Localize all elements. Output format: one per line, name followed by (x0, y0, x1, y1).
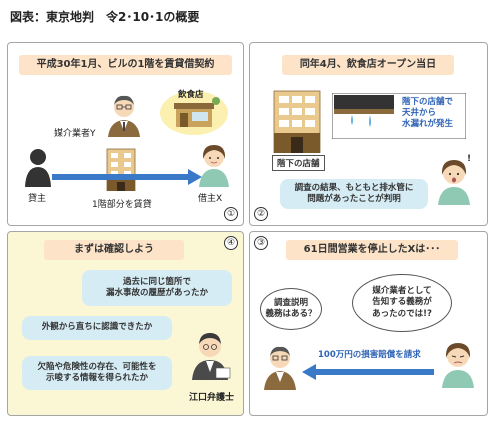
lessee-label: 借主X (198, 194, 223, 204)
downstairs-shop-label: 階下の店舗 (272, 155, 325, 171)
lessor-figure (24, 147, 52, 187)
building-icon (270, 89, 324, 153)
leak-text: 階下の店舗で 天井から 水漏れが発生 (402, 97, 454, 130)
panel-1-contract: 平成30年1月、ビルの1階を賃貸借契約 媒介業者Y 飲食店 (7, 42, 244, 226)
panel-4-banner: 61日間営業を停止したXは･･･ (286, 240, 458, 260)
tenant-surprised-figure: ! (434, 153, 474, 205)
broker-figure (260, 340, 300, 390)
lease-arrow (52, 169, 202, 189)
lessee-figure (196, 141, 232, 187)
lawyer-label: 江口弁護士 (189, 393, 235, 403)
panel-3-checklist: まずは確認しよう ④ 過去に同じ箇所で 漏水事故の履歴があったか 外観から直ちに… (7, 231, 244, 416)
broker-label: 媒介業者Y (54, 129, 96, 139)
step-number-2: ② (254, 207, 268, 221)
damages-claim-text: 100万円の損害賠償を請求 (318, 350, 421, 360)
svg-text:!: ! (467, 154, 471, 164)
step-number-3: ③ (254, 236, 268, 250)
step-number-4: ④ (224, 236, 238, 250)
panel-3-banner: まずは確認しよう (44, 240, 184, 260)
lawyer-figure (186, 324, 234, 380)
panel-2-opening-day: 同年4月、飲食店オープン当日 階下の店舗で 天井から 水漏れが発生 階下の店舗 (249, 42, 488, 226)
restaurant-label: 飲食店 (178, 90, 204, 100)
rent-label: 1階部分を賃貸 (92, 200, 152, 210)
panel-1-banner: 平成30年1月、ビルの1階を賃貸借契約 (19, 55, 232, 75)
check-question-2: 外観から直ちに認識できたか (22, 316, 172, 340)
investigation-finding: 調査の結果、もともと排水管に 問題があったことが判明 (280, 179, 428, 209)
broker-thought-cloud: 調査説明 義務はある？ (260, 288, 322, 330)
check-question-3: 欠陥や危険性の存在、可能性を 示唆する情報を得られたか (22, 356, 172, 390)
tenant-figure (438, 336, 478, 388)
broker-figure (104, 91, 144, 137)
building-icon (104, 147, 138, 191)
panel-2-banner: 同年4月、飲食店オープン当日 (282, 55, 454, 75)
figure-title: 図表：東京地判 令2･10･1の概要 (10, 10, 200, 24)
claim-arrow (302, 364, 434, 384)
check-question-1: 過去に同じ箇所で 漏水事故の履歴があったか (82, 270, 232, 306)
tenant-thought-cloud: 媒介業者として 告知する義務が あったのでは!? (352, 274, 452, 332)
restaurant-cloud (158, 85, 230, 141)
step-number-1: ① (224, 207, 238, 221)
panel-4-claim: ③ 61日間営業を停止したXは･･･ 調査説明 義務はある？ 媒介業者として 告… (249, 231, 488, 416)
lessor-label: 貸主 (28, 194, 47, 204)
